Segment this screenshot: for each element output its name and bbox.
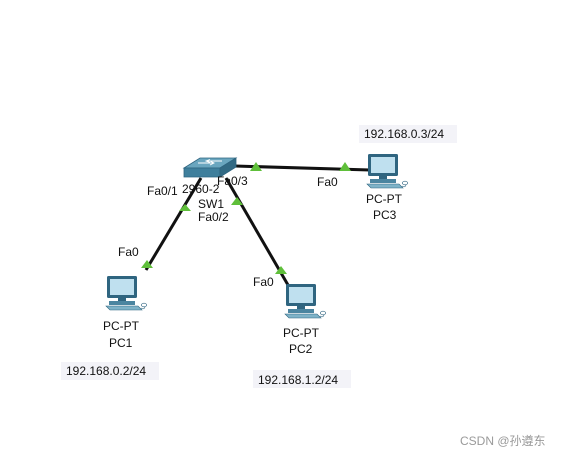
port-label-pc2-fa0: Fa0 [253, 275, 274, 289]
ip-text: 192.168.1.2/24 [258, 373, 338, 387]
ip-label-pc1: 192.168.0.2/24 [61, 362, 159, 380]
port-label-pc1-fa0: Fa0 [118, 245, 139, 259]
switch-name-label: SW1 [198, 197, 224, 211]
watermark: CSDN @孙遵东 [460, 433, 546, 448]
pc-name-label: PC2 [289, 342, 313, 356]
link-up-indicator-pc2-fa0 [275, 266, 287, 274]
pc-name-label: PC3 [373, 208, 397, 222]
ip-text: 192.168.0.3/24 [364, 127, 444, 141]
link-up-indicator-sw1-fa0-3 [250, 162, 262, 171]
link-up-indicator-sw1-fa0-2 [231, 197, 243, 205]
pc-name-label: PC1 [109, 336, 133, 350]
port-label-sw1-fa0-3: Fa0/3 [217, 174, 248, 188]
link-status-indicators [141, 162, 351, 274]
port-label-sw1-fa0-1: Fa0/1 [147, 184, 178, 198]
pc-pc3[interactable]: PC-PT PC3 [366, 153, 408, 222]
link-up-indicator-pc1-fa0 [141, 260, 153, 268]
pc-type-label: PC-PT [283, 326, 320, 340]
pc-icon [366, 153, 408, 189]
ip-text: 192.168.0.2/24 [66, 364, 146, 378]
pc-type-label: PC-PT [103, 319, 140, 333]
pc-type-label: PC-PT [366, 192, 403, 206]
link-up-indicator-sw1-fa0-1 [179, 204, 191, 211]
port-label-sw1-fa0-2: Fa0/2 [198, 210, 229, 224]
link-up-indicator-pc3-fa0 [339, 162, 351, 171]
ip-label-pc2: 192.168.1.2/24 [253, 370, 351, 388]
switch-icon [182, 157, 238, 178]
pc-pc1[interactable]: PC-PT PC1 [103, 275, 147, 350]
pc-pc2[interactable]: PC-PT PC2 [283, 283, 326, 356]
switch-sw1[interactable]: 2960-2 SW1 [182, 157, 238, 211]
link-sw1-pc1[interactable] [144, 177, 203, 271]
link-sw1-pc2[interactable] [224, 177, 290, 286]
pc-icon [105, 275, 147, 311]
port-label-pc3-fa0: Fa0 [317, 175, 338, 189]
pc-icon [284, 283, 326, 319]
ip-label-pc3: 192.168.0.3/24 [359, 125, 457, 143]
switch-model-label: 2960-2 [182, 182, 220, 196]
